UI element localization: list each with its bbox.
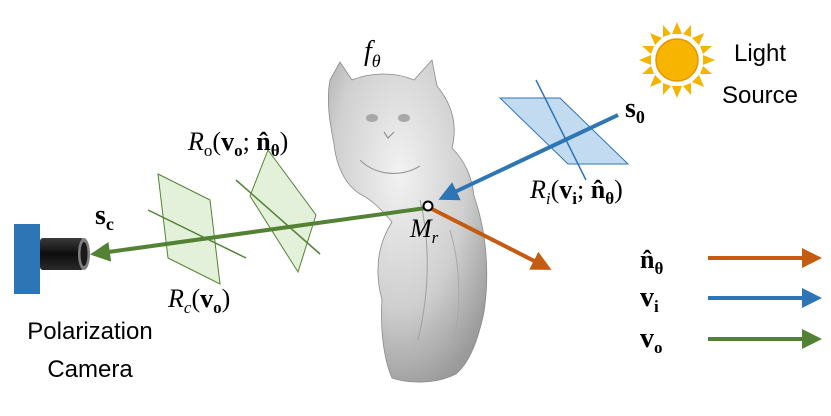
ri-sub: i: [546, 189, 551, 208]
ro-r: R: [187, 127, 204, 156]
rc-close: ): [222, 284, 231, 313]
outgoing-ray: [90, 206, 427, 262]
outgoing-plane-rc: [147, 173, 247, 285]
outgoing-plane-ro: [235, 148, 321, 274]
legend-sub-incident: i: [654, 297, 659, 316]
legend-sub-normal: θ: [654, 259, 663, 278]
s0-base: s: [625, 93, 636, 124]
label-sc: sc: [95, 200, 114, 234]
f-theta-base: f: [364, 36, 375, 67]
ro-nsub: θ: [271, 141, 280, 160]
normal-ray: [429, 206, 552, 270]
s0-sub: 0: [636, 107, 645, 127]
label-rc: Rc(vo): [167, 284, 230, 317]
light-source-line1: Light: [734, 40, 786, 67]
sc-base: s: [95, 200, 106, 231]
legend: n̂θ vi vo: [640, 245, 822, 357]
ro-vsub: o: [234, 141, 243, 160]
ro-v: v: [221, 127, 234, 156]
f-theta-sub: θ: [372, 51, 381, 71]
sc-sub: c: [106, 214, 114, 234]
mr-base: M: [409, 214, 433, 243]
label-mr: Mr: [409, 214, 439, 247]
svg-text:n̂θ: n̂θ: [640, 245, 663, 278]
incident-ray: [438, 113, 619, 201]
camera-icon: [14, 224, 90, 294]
camera-label-line2: Camera: [47, 356, 133, 383]
ri-v: v: [559, 175, 572, 204]
ri-sep: ;: [577, 175, 591, 204]
label-ro: Ro(vo; n̂θ): [187, 127, 288, 160]
mr-sub: r: [432, 228, 439, 247]
ri-n: n̂: [591, 175, 606, 204]
ri-close: ): [614, 175, 623, 204]
ri-vsub: i: [572, 189, 577, 208]
legend-symbol-normal: n̂: [640, 245, 655, 274]
ri-open: (: [551, 175, 560, 204]
ro-open: (: [212, 127, 221, 156]
rc-v: v: [200, 284, 213, 313]
ro-sep: ;: [243, 127, 257, 156]
sun-icon: [639, 22, 715, 98]
incident-plane: [498, 79, 630, 181]
light-source-line2: Source: [722, 82, 798, 109]
svg-text:vi: vi: [640, 282, 659, 316]
camera-label-line1: Polarization: [27, 318, 152, 345]
rc-sub: c: [184, 298, 192, 317]
reflection-point: [422, 200, 434, 212]
ro-close: ): [280, 127, 289, 156]
label-ri: Ri(vi; n̂θ): [529, 175, 623, 208]
label-f-theta: fθ: [364, 36, 381, 71]
ro-sub: o: [204, 141, 213, 160]
legend-symbol-outgoing: v: [640, 323, 654, 354]
svg-text:vo: vo: [640, 323, 663, 357]
ri-nsub: θ: [605, 189, 614, 208]
legend-symbol-incident: v: [640, 282, 654, 313]
cat-object: [327, 59, 488, 383]
rc-r: R: [167, 284, 184, 313]
ro-n: n̂: [256, 127, 271, 156]
rc-open: (: [191, 284, 200, 313]
legend-sub-outgoing: o: [654, 338, 663, 357]
label-s0: s0: [625, 93, 645, 127]
rc-vsub: o: [213, 298, 222, 317]
ri-r: R: [529, 175, 546, 204]
